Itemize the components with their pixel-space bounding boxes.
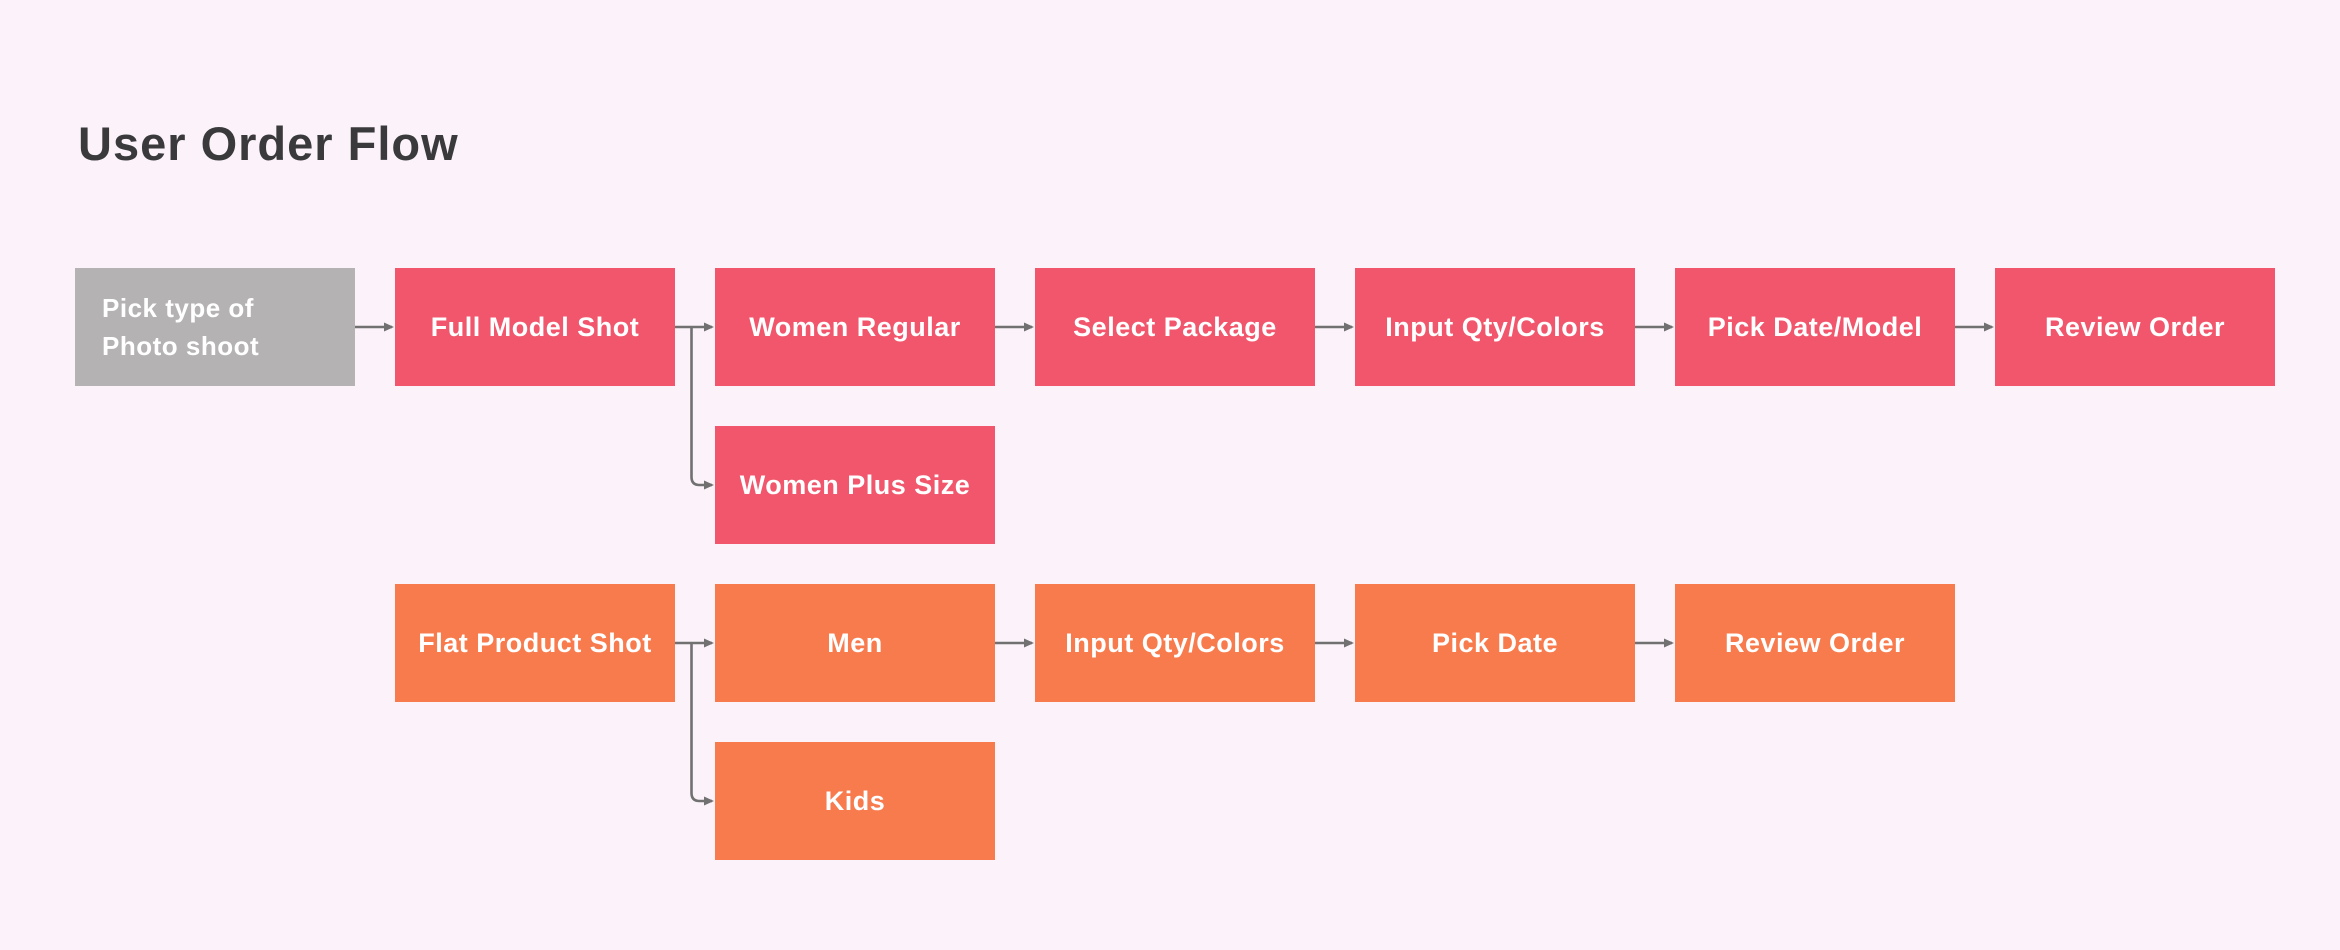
flow-node-men: Men	[715, 584, 995, 702]
node-label: Review Order	[2044, 311, 2226, 342]
flow-node-kids: Kids	[715, 742, 995, 860]
node-label: Select Package	[1073, 311, 1277, 342]
node-label: Men	[827, 627, 883, 658]
flow-node-pick-date: Pick Date	[1355, 584, 1635, 702]
node-label: Pick Date	[1431, 627, 1559, 658]
flow-node-pick-date-model: Pick Date/Model	[1675, 268, 1955, 386]
page-title: User Order Flow	[78, 117, 459, 170]
node-label: Input Qty/Colors	[1065, 627, 1285, 658]
flow-node-women-plus-size: Women Plus Size	[715, 426, 995, 544]
node-label: Pick Date/Model	[1707, 311, 1923, 342]
flow-node-pick-type-of-photo-shoot: Pick type of Photo shoot	[75, 268, 355, 386]
node-label: Pick type of Photo shoot	[102, 293, 260, 361]
flow-node-full-model-shot: Full Model Shot	[395, 268, 675, 386]
flow-node-input-qty-colors-model: Input Qty/Colors	[1355, 268, 1635, 386]
node-label: Input Qty/Colors	[1385, 311, 1605, 342]
flow-node-review-order-flat: Review Order	[1675, 584, 1955, 702]
edge-flatproductshot-to-kids	[690, 644, 714, 806]
node-label: Women Regular	[749, 311, 961, 342]
node-label: Flat Product Shot	[418, 627, 652, 658]
edge-fullmodelshot-to-womenplussize	[690, 328, 714, 490]
flow-node-women-regular: Women Regular	[715, 268, 995, 386]
node-label: Review Order	[1724, 627, 1906, 658]
flow-node-select-package: Select Package	[1035, 268, 1315, 386]
flow-node-review-order-model: Review Order	[1995, 268, 2275, 386]
node-label: Full Model Shot	[430, 311, 640, 342]
node-label: Kids	[824, 785, 886, 816]
flow-node-input-qty-colors-flat: Input Qty/Colors	[1035, 584, 1315, 702]
flow-node-flat-product-shot: Flat Product Shot	[395, 584, 675, 702]
node-label: Women Plus Size	[739, 469, 971, 500]
